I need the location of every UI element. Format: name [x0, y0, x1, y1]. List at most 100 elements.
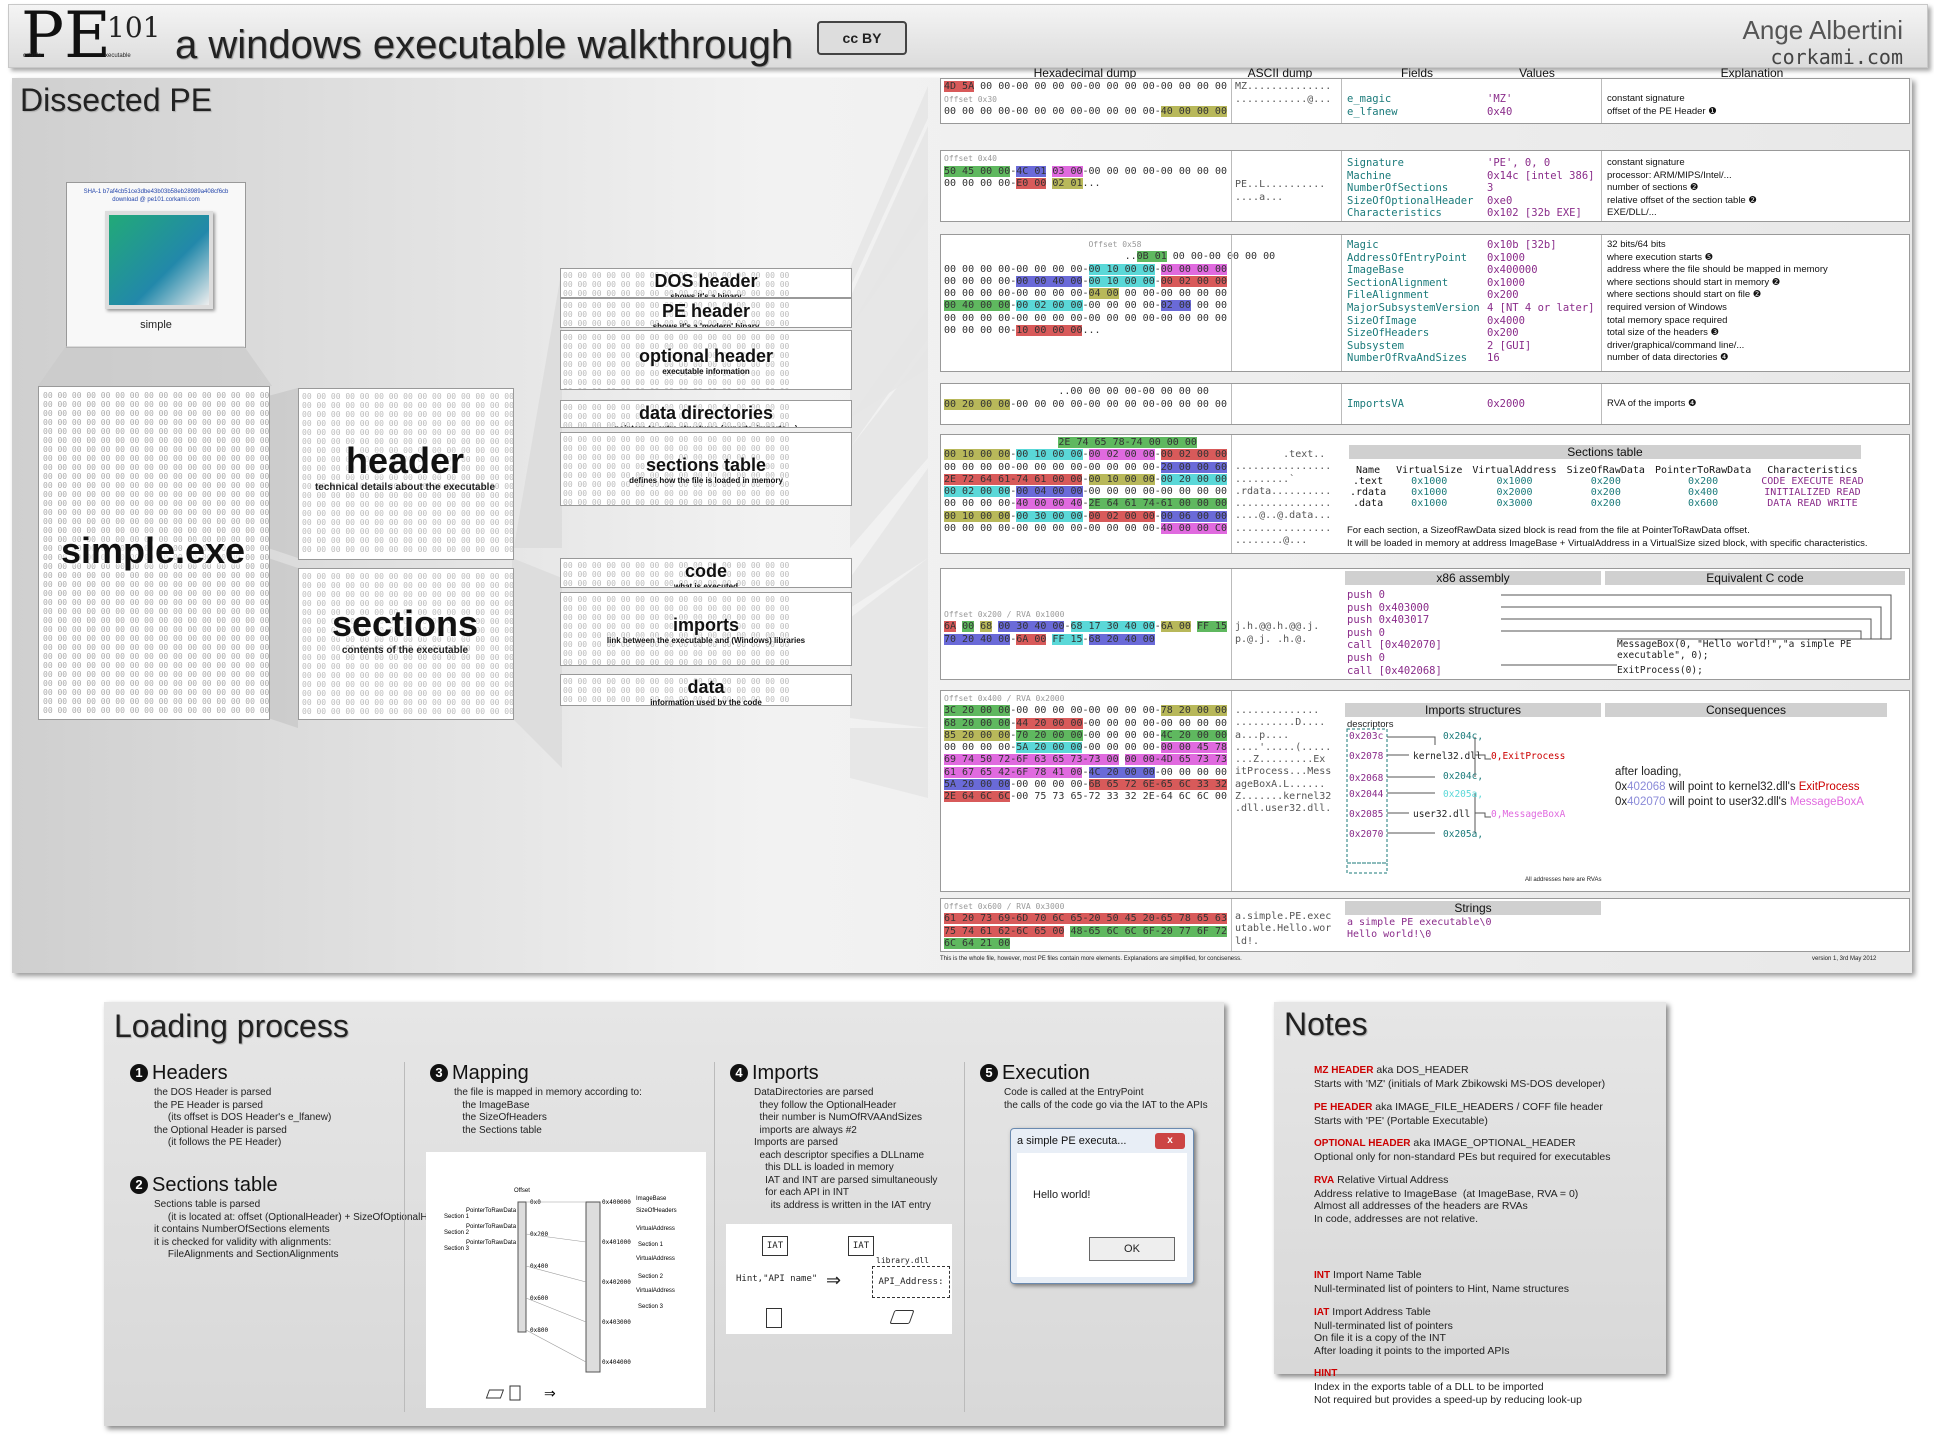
code-asm: push 0 push 0x403000 push 0x403017 push … — [1347, 589, 1442, 677]
desc-1: 0x203c — [1349, 731, 1384, 742]
desc-6: 0x2070 — [1349, 829, 1384, 840]
pe-superscript: 101 — [107, 11, 161, 44]
map-offset: 0x200 — [530, 1231, 548, 1238]
str-hex: Offset 0x600 / RVA 0x3000 61 20 73 69-6D… — [944, 902, 1227, 949]
pe-hex: Offset 0x40 50 45 00 00-4C 01 03 00-00 0… — [944, 154, 1228, 189]
step-3-number: 3 — [430, 1064, 448, 1082]
note-body: Address relative to ImageBase (at ImageB… — [1314, 1187, 1579, 1225]
site-link[interactable]: corkami.com — [1770, 45, 1903, 69]
exe-label: simple.exe — [60, 530, 246, 571]
step-4-body: DataDirectories are parsed they follow t… — [754, 1087, 938, 1211]
file-download: download @ pe101.corkami.com — [112, 197, 200, 203]
step-3-title: Mapping — [452, 1062, 529, 1084]
sections-col-2: VirtualAddress — [1472, 465, 1557, 476]
step-4-title: Imports — [752, 1062, 819, 1084]
imp-ascii: .............. ..........D.... a...p....… — [1235, 705, 1332, 815]
sections-cell: INITIALIZED READ — [1764, 487, 1861, 498]
segment-dump: 00 00 00 00 00 00 00 00 00 00 00 00 00 0… — [563, 677, 790, 705]
map-label-sec3: Section 3 — [638, 1304, 664, 1310]
opt-values: 0x10b [32b] 0x1000 0x400000 0x1000 0x200… — [1487, 239, 1595, 365]
sections-cell: 0x2000 — [1496, 487, 1533, 498]
mapping-svg: 0x00x2000x4000x6000x8000x4000000x4010000… — [444, 1188, 677, 1401]
data-directories-row: ..00 00 00 00-00 00 00 00 00 20 00 00-00… — [940, 383, 1910, 425]
sections-cell: 0x200 — [1590, 487, 1621, 498]
segment-dump: 00 00 00 00 00 00 00 00 00 00 00 00 00 0… — [563, 301, 790, 328]
msgbox-body: Hello world! OK — [1017, 1153, 1187, 1277]
arrow-right-icon: ⇒ — [826, 1270, 842, 1290]
col-values: Values — [1519, 66, 1555, 80]
pe-fields: Signature Machine NumberOfSections SizeO… — [1347, 157, 1474, 220]
note-key: HINT — [1314, 1368, 1338, 1379]
header-sub: technical details about the executable — [314, 482, 496, 493]
segment-title: data directoriespointers to extra struct… — [561, 403, 851, 427]
note-item: OPTIONAL HEADER aka IMAGE_OPTIONAL_HEADE… — [1314, 1133, 1654, 1164]
file-column — [517, 1201, 527, 1333]
lib-2: user32.dll — [1413, 809, 1471, 820]
pe-values: 'PE', 0, 0 0x14c [intel 386] 3 0xe0 0x10… — [1487, 157, 1595, 220]
code-hex: Offset 0x200 / RVA 0x1000 6A 00 68 00 30… — [944, 610, 1228, 645]
consequences-text: after loading, 0x402068 will point to ke… — [1615, 765, 1864, 810]
dos-header-row: 4D 5A 00 00-00 00 00 00-00 00 00 00-00 0… — [940, 78, 1910, 124]
step-2-body: Sections table is parsed (it is located … — [154, 1199, 456, 1260]
step-1-title: Headers — [152, 1062, 228, 1084]
sections-cell: 0x200 — [1590, 476, 1621, 487]
map-label-ptr3: PointerToRawData — [466, 1240, 517, 1246]
string-2: Hello world!\0 — [1347, 929, 1432, 940]
footnote: This is the whole file, however, most PE… — [940, 956, 1242, 962]
pe-sub-portable: ortable — [23, 53, 42, 59]
map-label-sec2: Section 2 — [638, 1274, 664, 1280]
file-icon — [766, 1308, 782, 1328]
exe-icon — [105, 211, 213, 309]
segment-sub: shows it's a binary — [670, 292, 742, 298]
connector-shading — [38, 86, 928, 798]
map-link — [525, 1265, 587, 1283]
imports-mini-diagram: IAT Hint,"API name" ⇒ IAT library.dll AP… — [726, 1224, 952, 1334]
pe-logo: PE — [21, 0, 111, 73]
segment-4: 00 00 00 00 00 00 00 00 00 00 00 00 00 0… — [560, 432, 852, 506]
version: version 1, 3rd May 2012 — [1812, 956, 1877, 962]
map-va: 0x401000 — [602, 1239, 631, 1246]
sections-cell: 0x1000 — [1411, 498, 1448, 509]
iat-box: IAT — [762, 1236, 788, 1256]
sections-cell: 0x1000 — [1411, 476, 1448, 487]
dd-explanation: RVA of the imports ❹ — [1607, 398, 1697, 409]
step-2-number: 2 — [130, 1176, 148, 1194]
segment-dump: 00 00 00 00 00 00 00 00 00 00 00 00 00 0… — [563, 403, 790, 428]
dos-explanation: constant signature offset of the PE Head… — [1607, 93, 1717, 117]
note-body: Starts with 'PE' (Portable Executable) — [1314, 1114, 1488, 1127]
ok-button[interactable]: OK — [1089, 1237, 1175, 1261]
segment-dump: 00 00 00 00 00 00 00 00 00 00 00 00 00 0… — [563, 271, 790, 298]
segment-sub: executable information — [662, 367, 750, 376]
map-label-va3: VirtualAddress — [636, 1288, 675, 1294]
segment-6: 00 00 00 00 00 00 00 00 00 00 00 00 00 0… — [560, 592, 852, 666]
opt-explanation: 32 bits/64 bits where execution starts ❺… — [1607, 239, 1828, 364]
code-arrows — [1501, 594, 1892, 666]
step-1-number: 1 — [130, 1064, 148, 1082]
sections-label: sections — [331, 603, 479, 644]
desc-5: 0x2085 — [1349, 809, 1384, 820]
segment-3: 00 00 00 00 00 00 00 00 00 00 00 00 00 0… — [560, 400, 852, 428]
strings-row: Offset 0x600 / RVA 0x3000 61 20 73 69-6D… — [940, 898, 1910, 952]
map-va: 0x403000 — [602, 1319, 631, 1326]
sections-block: 00 00 00 00 00 00 00 00 00 00 00 00 00 0… — [298, 568, 514, 720]
note-title: aka IMAGE_OPTIONAL_HEADER — [1410, 1137, 1576, 1149]
dos-ascii: MZ.............. ............@... — [1235, 81, 1332, 105]
note-item: PE HEADER aka IMAGE_FILE_HEADERS / COFF … — [1314, 1097, 1654, 1128]
imports-diagram — [1346, 728, 1491, 874]
close-icon[interactable]: x — [1155, 1133, 1185, 1149]
desc-2: 0x2078 — [1349, 751, 1384, 762]
iat-box-2: IAT — [848, 1236, 874, 1256]
file-thumbnail: SHA-1 b7af4cb51ce3dbe43b03b58eb28989a408… — [66, 182, 246, 348]
pe-explanation: constant signature processor: ARM/MIPS/I… — [1607, 157, 1757, 219]
map-label-sizeofheaders: SizeOfHeaders — [636, 1208, 677, 1214]
sections-cell: 0x600 — [1688, 498, 1719, 509]
file-hash: SHA-1 b7af4cb51ce3dbe43b03b58eb28989a408… — [83, 189, 229, 195]
sections-label-group: sections contents of the executable — [298, 603, 512, 656]
segment-dump: 00 00 00 00 00 00 00 00 00 00 00 00 00 0… — [563, 435, 790, 506]
memory-icon — [889, 1310, 915, 1324]
